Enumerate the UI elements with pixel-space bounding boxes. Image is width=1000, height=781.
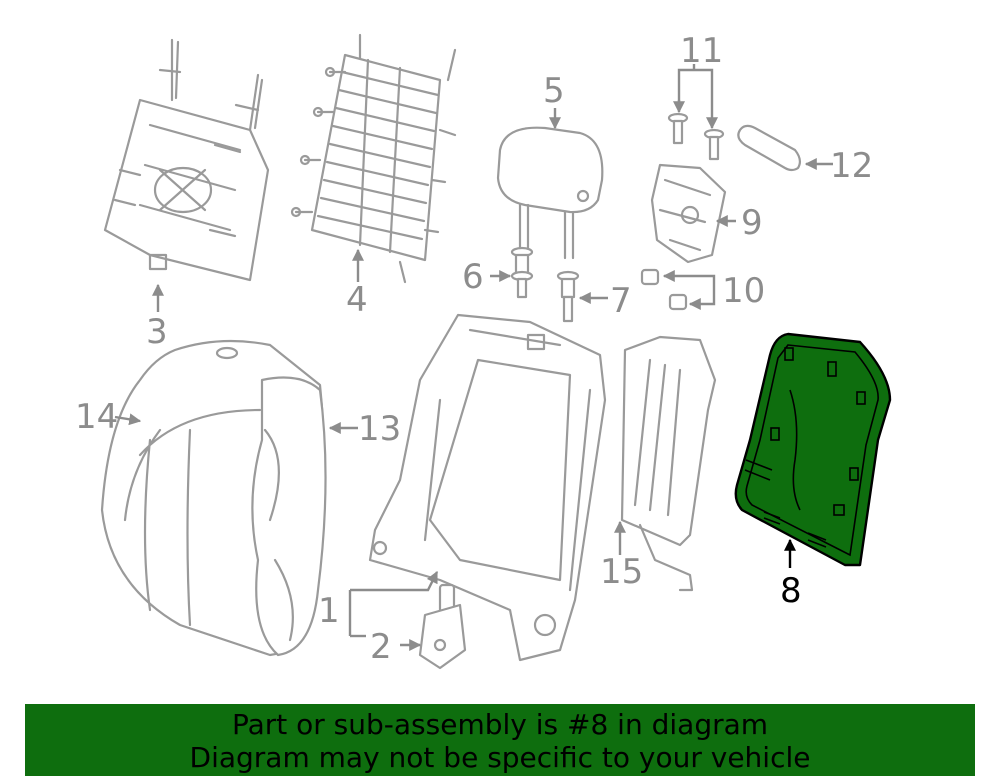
part-11-screws[interactable]: [667, 112, 725, 161]
part-2-actuator[interactable]: [418, 583, 467, 670]
label-4: 4: [346, 280, 368, 320]
part-10-clips[interactable]: [640, 268, 688, 311]
label-9: 9: [741, 203, 763, 243]
part-8-back-panel[interactable]: [734, 332, 892, 567]
callout-labels: 1 2 3 4 5 6 7 8 9 10 11 12 13 14 15: [75, 31, 873, 667]
part-4-wire-mesh[interactable]: [290, 33, 457, 284]
label-12: 12: [830, 146, 873, 186]
label-13: 13: [358, 409, 401, 449]
part-1-frame[interactable]: [368, 313, 607, 662]
part-7-guide[interactable]: [556, 270, 580, 323]
banner-line-1: Part or sub-assembly is #8 in diagram: [231, 708, 769, 741]
banner-line-2: Diagram may not be specific to your vehi…: [189, 741, 811, 774]
part-15-back-insert[interactable]: [620, 335, 717, 592]
label-14: 14: [75, 397, 118, 437]
leader-lines: [114, 64, 833, 651]
part-12-trim[interactable]: [737, 124, 802, 172]
label-3: 3: [146, 312, 168, 352]
part-5-headrest[interactable]: [496, 126, 604, 260]
part-3-lumbar-mat[interactable]: [103, 38, 270, 282]
label-2: 2: [370, 627, 392, 667]
label-10: 10: [722, 271, 765, 311]
part-9-bracket[interactable]: [650, 163, 727, 264]
label-8: 8: [780, 571, 802, 611]
label-11: 11: [680, 31, 723, 71]
part-6-guide[interactable]: [510, 246, 534, 299]
label-15: 15: [600, 552, 643, 592]
label-7: 7: [610, 281, 632, 321]
label-1: 1: [318, 591, 340, 631]
label-6: 6: [462, 257, 484, 297]
label-5: 5: [543, 71, 565, 111]
info-banner: Part or sub-assembly is #8 in diagram Di…: [25, 704, 975, 776]
part-13-cover[interactable]: [251, 376, 327, 657]
